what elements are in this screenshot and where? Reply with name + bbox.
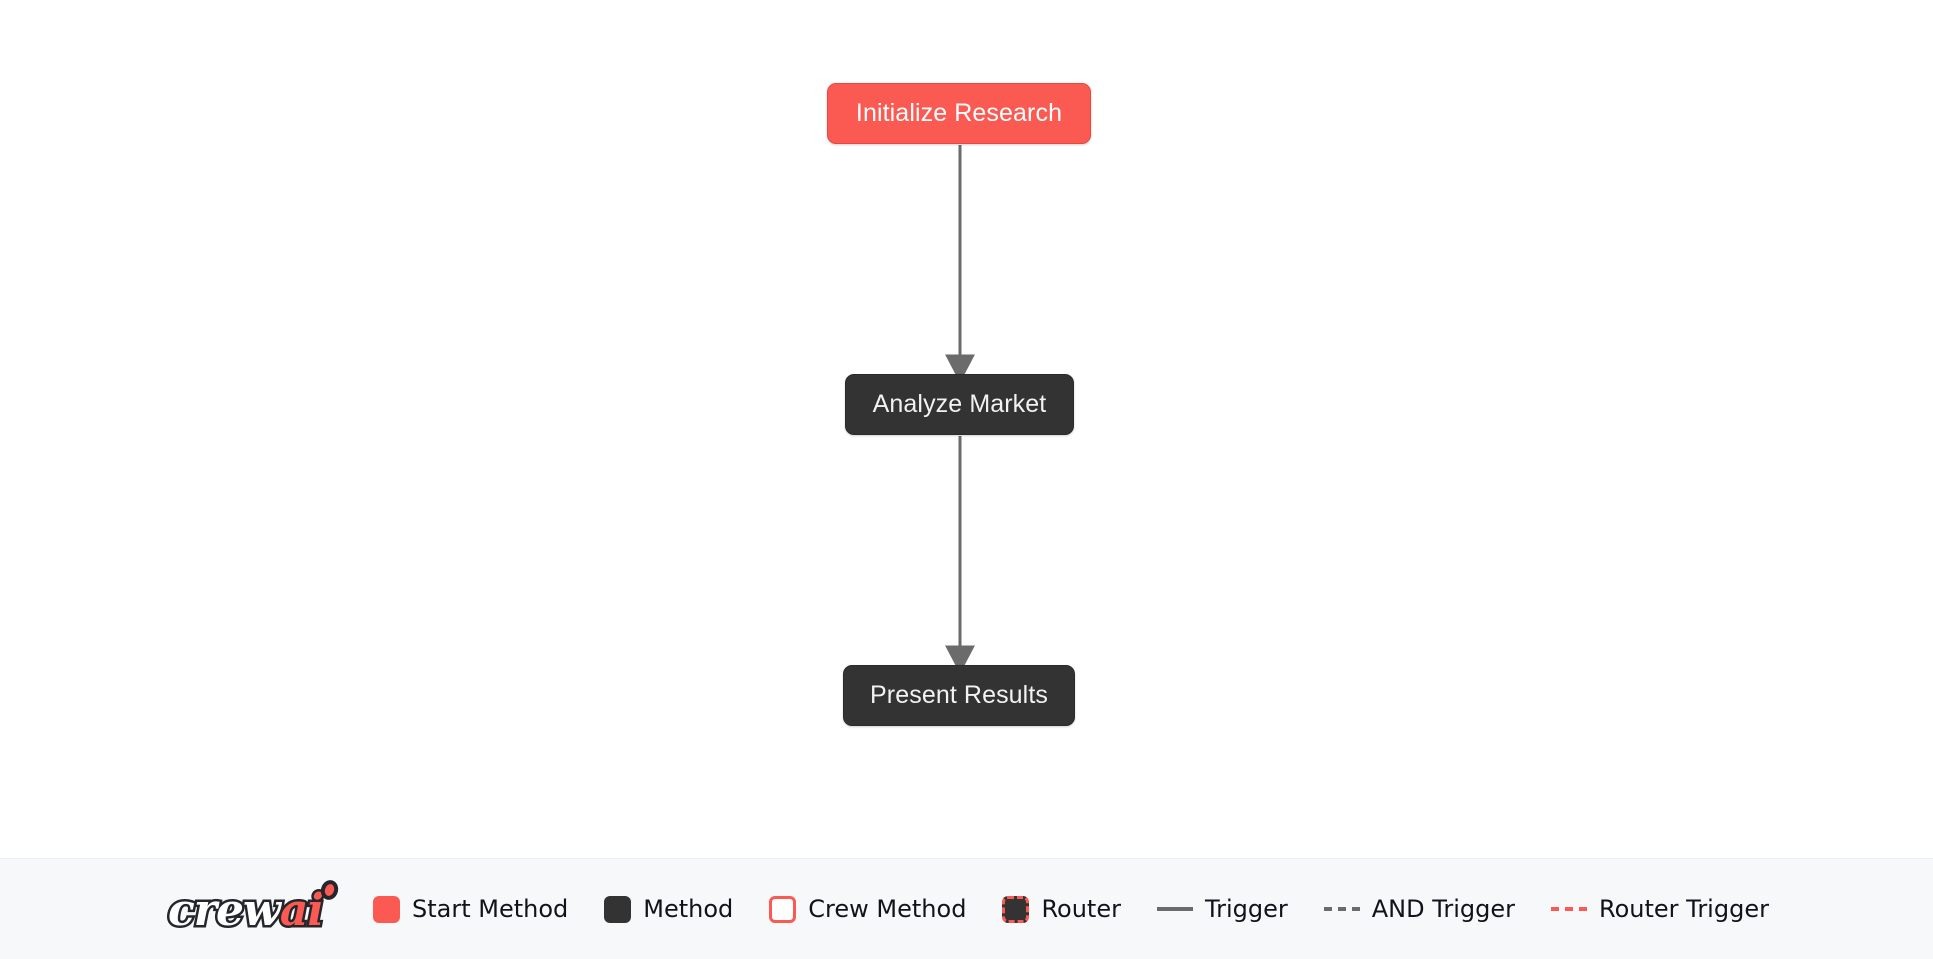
flow-canvas[interactable]: Initialize Research Analyze Market Prese… xyxy=(0,0,1933,858)
legend-item-label: Method xyxy=(643,895,734,923)
flow-node-analyze-market[interactable]: Analyze Market xyxy=(845,374,1074,435)
legend-items: Start Method Method Crew Method Router T… xyxy=(373,895,1933,923)
legend-item-crew-method: Crew Method xyxy=(769,895,967,923)
legend-item-start-method: Start Method xyxy=(373,895,569,923)
legend-item-router-trigger: Router Trigger xyxy=(1551,897,1769,921)
crew-method-swatch-icon xyxy=(769,895,797,923)
legend-item-label: Router Trigger xyxy=(1599,895,1769,923)
legend-item-trigger: Trigger xyxy=(1156,895,1288,923)
legend-bar: crewai Start Method Method Crew Method R… xyxy=(0,858,1933,959)
crewai-wordmark-crew: crew xyxy=(166,885,284,936)
legend-item-method: Method xyxy=(604,895,734,923)
flow-node-present-results[interactable]: Present Results xyxy=(843,665,1075,726)
flow-node-label: Analyze Market xyxy=(872,390,1047,418)
flow-node-label: Present Results xyxy=(870,681,1048,709)
legend-item-label: Trigger xyxy=(1204,895,1288,923)
flow-node-initialize-research[interactable]: Initialize Research xyxy=(827,83,1091,144)
legend-item-and-trigger: AND Trigger xyxy=(1323,895,1516,923)
crewai-wordmark: crewai xyxy=(166,886,327,935)
legend-item-label: Crew Method xyxy=(808,895,967,923)
trigger-line-icon xyxy=(1156,907,1193,911)
crewai-wordmark-ai: ai xyxy=(277,885,326,936)
flow-node-label: Initialize Research xyxy=(855,99,1063,127)
legend-item-router: Router xyxy=(1002,895,1121,923)
legend-item-label: AND Trigger xyxy=(1371,895,1516,923)
and-trigger-line-icon xyxy=(1323,907,1360,911)
router-swatch-icon xyxy=(1002,895,1030,923)
start-method-swatch-icon xyxy=(373,895,400,923)
legend-item-label: Start Method xyxy=(412,895,569,923)
crewai-logo: crewai xyxy=(160,877,345,940)
legend-item-label: Router xyxy=(1041,895,1121,923)
router-trigger-line-icon xyxy=(1551,907,1588,911)
method-swatch-icon xyxy=(604,895,632,923)
